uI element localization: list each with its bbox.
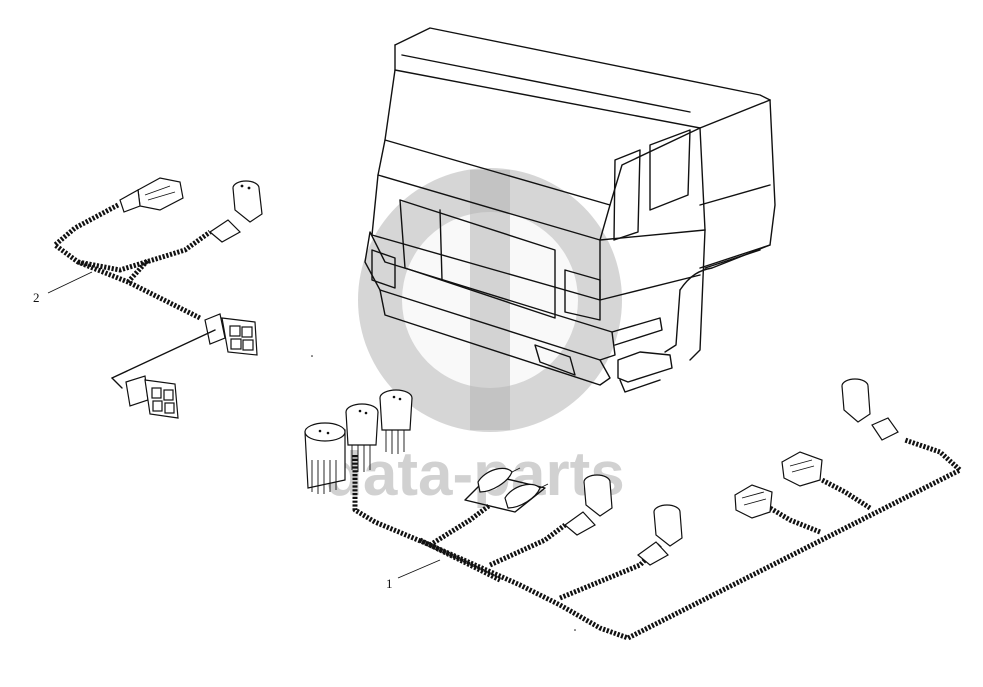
harness-2-block-connector <box>204 313 258 356</box>
harness-1-elbow-connector-b <box>637 504 683 566</box>
harness-2-flat-plug <box>119 177 184 213</box>
callout-2: 2 <box>33 290 40 305</box>
harness-1-flat-plug-b <box>781 451 823 487</box>
harness-2 <box>47 177 263 419</box>
harness-1-bulb-holders <box>464 467 549 513</box>
harness-1-round-sockets <box>304 389 413 494</box>
harness-1-elbow-connector-c <box>841 378 899 441</box>
harness-2-round-connector <box>208 180 263 243</box>
harness-1 <box>304 378 963 641</box>
harness-1-flat-plug-a <box>734 484 773 519</box>
harness-2-mating-connector <box>111 329 216 419</box>
callout-1: 1 <box>386 576 393 591</box>
truck-cab-illustration <box>364 27 776 393</box>
harness-1-elbow-connector-a <box>564 474 613 536</box>
watermark-text: data-parts <box>325 440 625 509</box>
